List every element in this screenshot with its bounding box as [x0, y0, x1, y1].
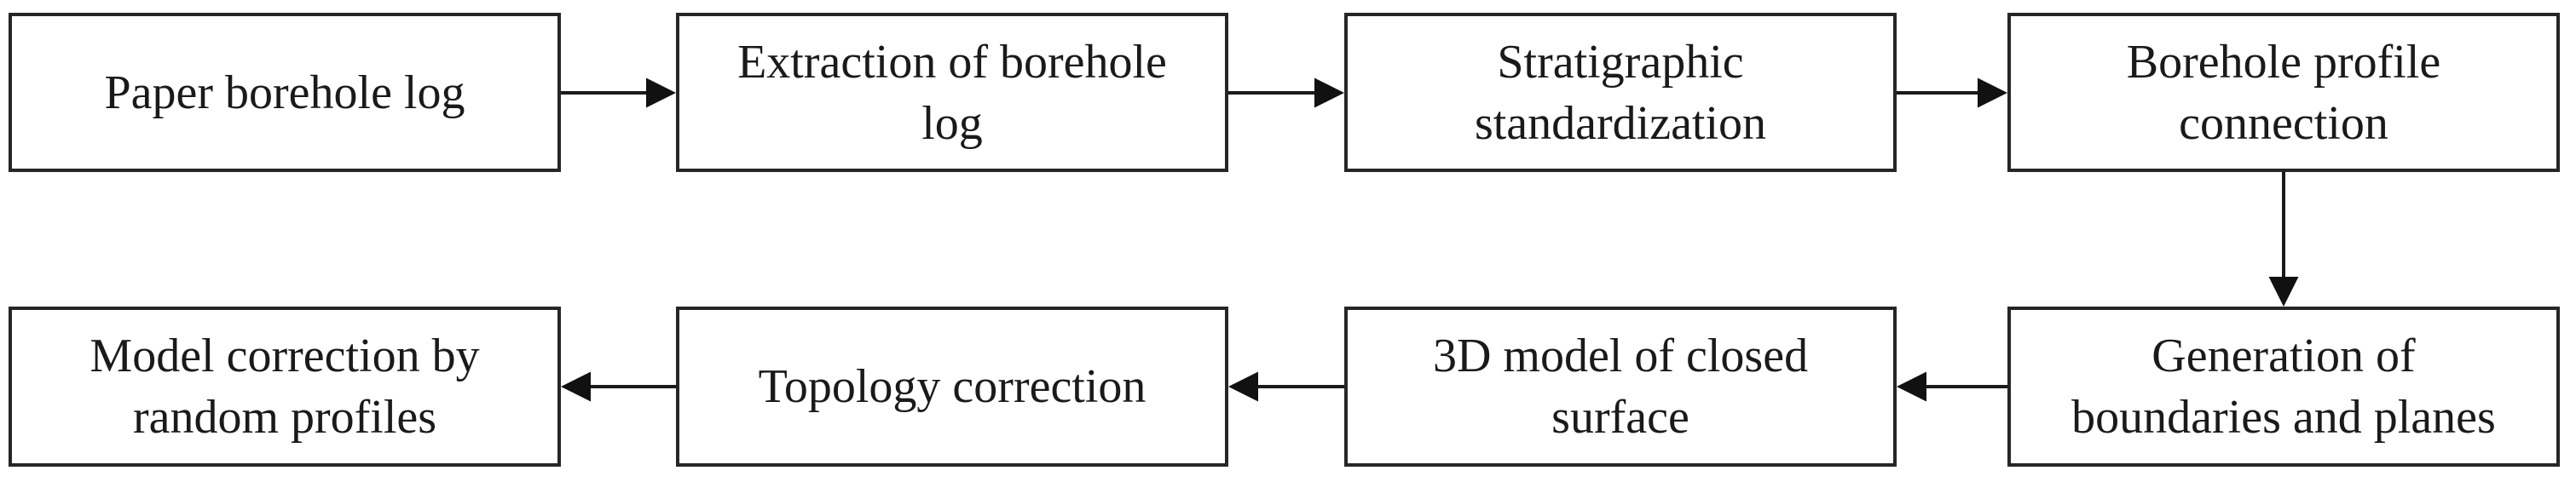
arrow-3d-model-to-topology — [1228, 371, 1344, 402]
flow-node-generation-of-boundaries-and-planes: Generation of boundaries and planes — [2007, 307, 2560, 467]
flow-node-model-correction-by-random-profiles: Model correction by random profiles — [9, 307, 561, 467]
arrow-connection-to-generation — [2268, 172, 2299, 307]
flow-node-topology-correction: Topology correction — [676, 307, 1228, 467]
flow-node-stratigraphic-standardization: Stratigraphic standardization — [1344, 13, 1897, 172]
flow-node-3d-model-of-closed-surface: 3D model of closed surface — [1344, 307, 1897, 467]
flow-node-borehole-profile-connection: Borehole profile connection — [2007, 13, 2560, 172]
arrow-extraction-to-standardization — [1228, 77, 1344, 108]
flow-node-label: Topology correction — [758, 360, 1146, 413]
flow-node-label: Generation of boundaries and planes — [2071, 330, 2496, 444]
flow-node-label: Model correction by random profiles — [90, 330, 480, 444]
flow-node-paper-borehole-log: Paper borehole log — [9, 13, 561, 172]
arrow-paper-log-to-extraction — [561, 77, 676, 108]
flow-node-label: Extraction of borehole log — [737, 35, 1167, 150]
flow-node-label: Paper borehole log — [104, 66, 465, 119]
arrow-standardization-to-connection — [1897, 77, 2007, 108]
flow-node-label: 3D model of closed surface — [1432, 330, 1809, 444]
arrow-generation-to-3d-model — [1897, 371, 2007, 402]
flow-node-extraction-of-borehole-log: Extraction of borehole log — [676, 13, 1228, 172]
flow-node-label: Borehole profile connection — [2126, 35, 2441, 150]
arrow-topology-to-model-correction — [561, 371, 676, 402]
flow-node-label: Stratigraphic standardization — [1474, 35, 1767, 150]
